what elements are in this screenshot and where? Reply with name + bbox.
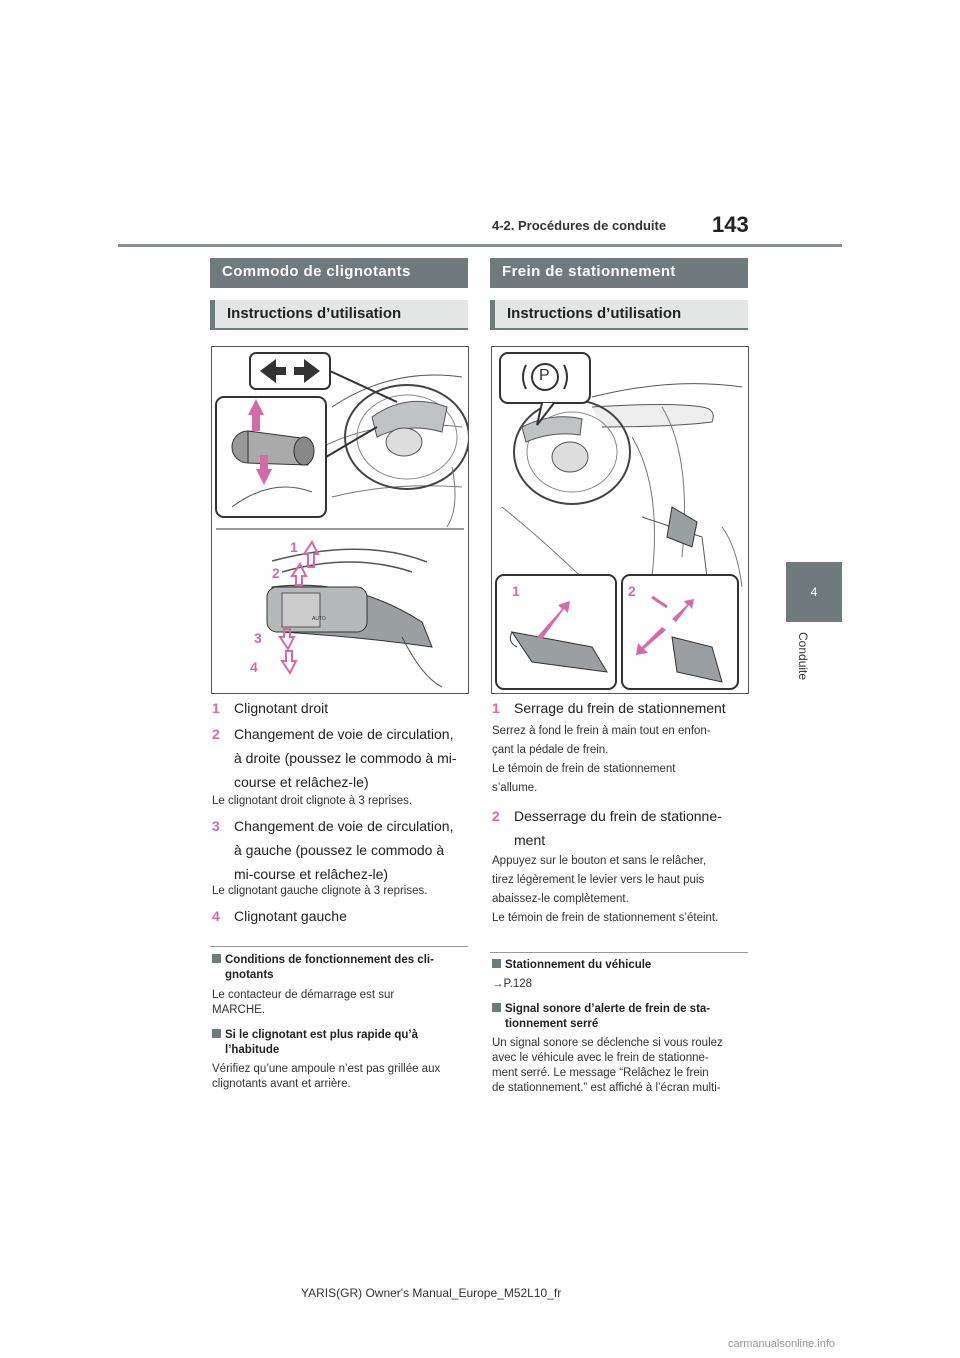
figure-label-3: 3 [254,630,262,646]
figure-label-1: 1 [290,539,298,555]
turn-signal-figure: AUTO 1 2 3 4 [211,346,469,694]
right-separator [490,952,748,953]
page-number: 143 [712,212,749,237]
svg-text:AUTO: AUTO [312,616,326,622]
step-3-note: Le clignotant gauche clignote à 3 repris… [212,885,428,897]
watermark: carmanualsonline.info [728,1338,836,1350]
parking-brake-figure: 1 2 P [491,346,749,694]
condition-title-2: Signal sonore d’alerte de frein de sta-t… [492,1002,742,1032]
step-1-notes: Serrez à fond le frein à main tout en en… [492,725,711,794]
header-divider [118,244,842,247]
section-title: 4-2. Procédures de conduite [492,218,667,233]
figure-label-1: 1 [512,583,520,599]
condition-body-2: Un signal sonore se déclenche si vous ro… [492,1037,723,1094]
parking-brake-illustration [495,352,743,690]
figure-label-4: 4 [250,659,258,675]
parking-brake-subheading: Instructions d’utilisation [490,300,748,330]
condition-body-1[interactable]: →P.128 [492,978,533,990]
turn-signal-heading: Commodo de clignotants [210,258,468,288]
footer-text: YARIS(GR) Owner's Manual_Europe_M52L10_f… [301,1286,562,1300]
chapter-tab[interactable]: 4 [786,562,842,622]
figure-label-2: 2 [628,583,636,599]
condition-body-2: Vérifiez qu’une ampoule n’est pas grillé… [212,1063,441,1090]
parking-brake-heading: Frein de stationnement [490,258,748,288]
step-2-note: Le clignotant droit clignote à 3 reprise… [212,795,413,807]
step-2-notes: Appuyez sur le bouton et sans le relâche… [492,855,719,924]
turn-signal-subheading: Instructions d’utilisation [210,300,468,330]
figure-label-2: 2 [272,565,280,581]
condition-title-1: Conditions de fonctionnement des cli-gno… [212,953,462,983]
left-separator [210,946,468,947]
turn-signal-illustration: AUTO [215,352,468,688]
condition-title-1: Stationnement du véhicule [492,958,742,973]
chapter-label: Conduite [796,632,810,681]
chapter-number: 4 [810,585,818,599]
parking-symbol: P [539,367,550,384]
